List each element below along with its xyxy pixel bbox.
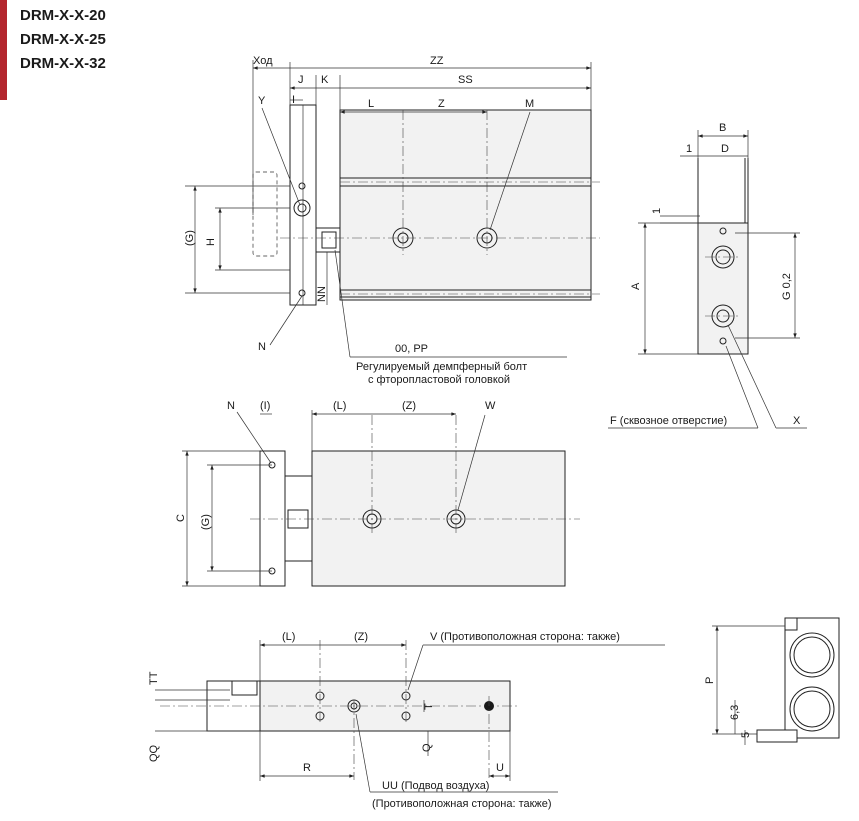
dim-l: L <box>368 98 374 110</box>
mid-body <box>311 450 566 587</box>
model-name: DRM-X-X-32 <box>20 55 106 72</box>
dim-qq: QQ <box>148 744 160 762</box>
dim-1-vertical: 1 <box>651 208 663 214</box>
bolt-note-line2: с фторопластовой головкой <box>368 374 510 386</box>
dim-a: A <box>630 282 642 290</box>
dim-b: B <box>719 122 726 134</box>
callout-v: V (Противоположная сторона: также) <box>430 631 620 643</box>
accent-bar <box>0 0 7 100</box>
callout-uu-line2: (Противоположная сторона: также) <box>372 798 552 810</box>
callout-n-mid: N <box>227 400 235 412</box>
dim-j: J <box>298 74 304 86</box>
callout-y: Y <box>258 95 266 107</box>
side-body <box>697 222 749 355</box>
dim-i-paren: (I) <box>260 400 270 412</box>
dim-z-paren-bottom: (Z) <box>354 631 368 643</box>
cylinder-body <box>339 109 592 301</box>
end-view: P 6,3 5 <box>704 617 840 745</box>
side-view: B 1 D 1 A G 0,2 F (сквозное отверстие) X <box>608 122 807 429</box>
dim-t: T <box>423 703 435 710</box>
callout-m: M <box>525 98 534 110</box>
dim-g-mid: (G) <box>200 514 212 530</box>
dim-r: R <box>303 762 311 774</box>
dim-q: Q <box>421 743 433 752</box>
model-name: DRM-X-X-25 <box>20 31 106 48</box>
dim-tt: TT <box>148 671 160 685</box>
dim-d: D <box>721 143 729 155</box>
dim-stroke: Ход <box>253 55 273 67</box>
top-view: Ход ZZ J K SS L Z I Y M (G) H NN N 00, P… <box>184 55 600 386</box>
end-view-body <box>784 617 840 739</box>
middle-view: (L) (Z) (I) N W C (G) <box>175 400 580 587</box>
model-list: DRM-X-X-20 DRM-X-X-25 DRM-X-X-32 <box>20 4 106 76</box>
dim-nn: NN <box>316 286 328 302</box>
dim-ss: SS <box>458 74 473 86</box>
dim-6-3: 6,3 <box>729 705 741 720</box>
callout-n: N <box>258 341 266 353</box>
dim-z-paren: (Z) <box>402 400 416 412</box>
dim-zz: ZZ <box>430 55 444 67</box>
dim-l-paren-bottom: (L) <box>282 631 295 643</box>
callout-x: X <box>793 415 801 427</box>
dim-1: 1 <box>686 143 692 155</box>
dim-g02: G 0,2 <box>781 273 793 300</box>
dim-c: C <box>175 514 187 522</box>
model-name: DRM-X-X-20 <box>20 7 106 24</box>
dim-g: (G) <box>184 230 196 246</box>
dim-z: Z <box>438 98 445 110</box>
dim-l-paren: (L) <box>333 400 346 412</box>
dim-h: H <box>205 238 217 246</box>
bolt-note-line1: Регулируемый демпферный болт <box>356 361 527 373</box>
dim-i: I <box>292 94 295 106</box>
dim-u: U <box>496 762 504 774</box>
dim-k: K <box>321 74 329 86</box>
callout-w: W <box>485 400 496 412</box>
callout-oo-pp: 00, PP <box>395 343 428 355</box>
callout-f: F (сквозное отверстие) <box>610 415 727 427</box>
callout-uu-line1: UU (Подвод воздуха) <box>382 780 489 792</box>
bottom-view: (L) (Z) V (Противоположная сторона: такж… <box>148 631 665 810</box>
mid-end-plate <box>259 450 286 587</box>
dim-5: 5 <box>740 732 752 738</box>
dim-p: P <box>704 677 716 684</box>
